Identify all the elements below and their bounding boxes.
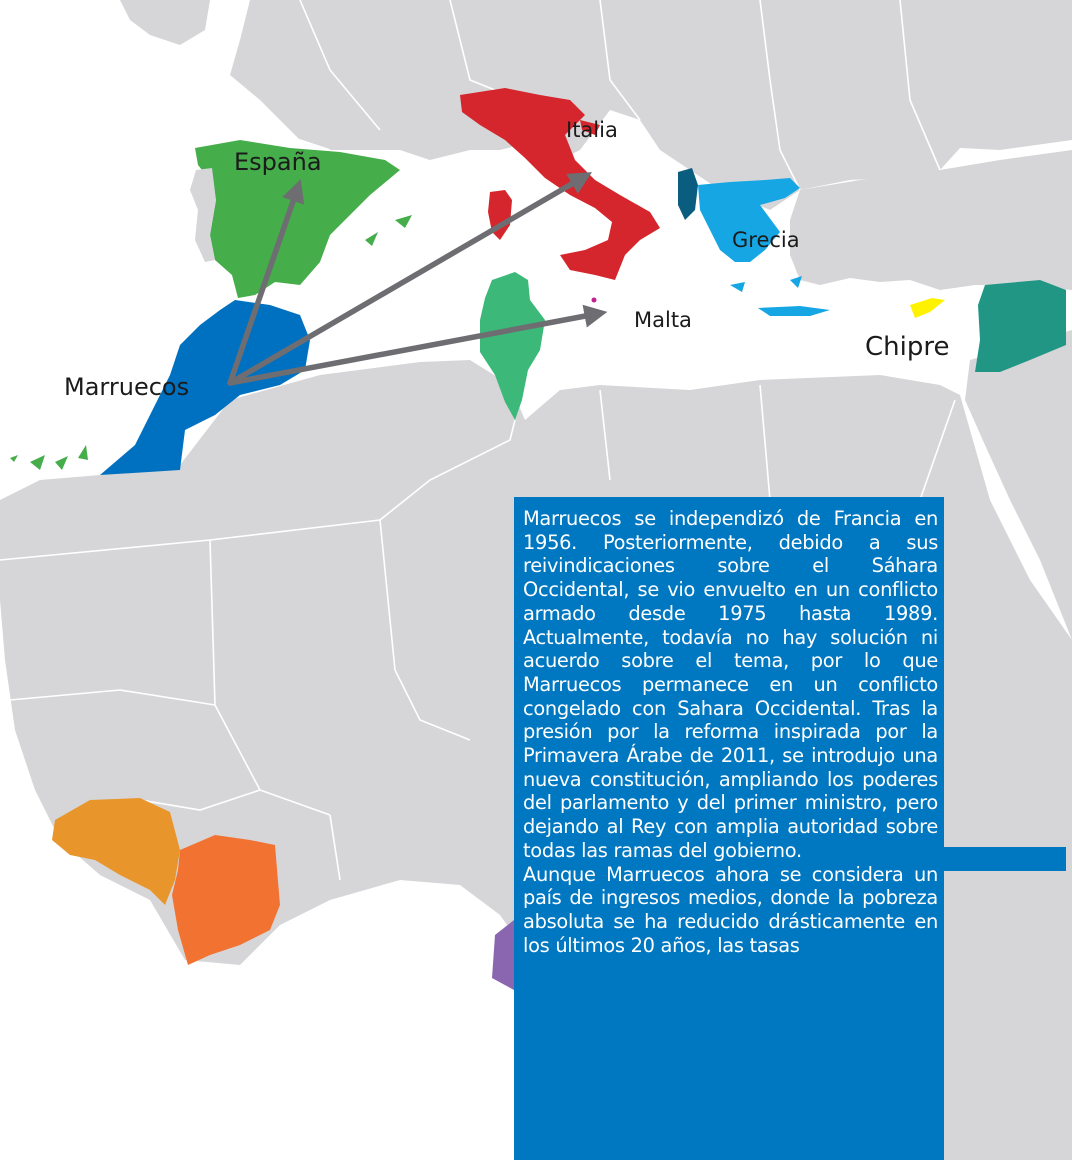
country-crete	[758, 306, 830, 316]
arrow-to-malta	[227, 304, 608, 386]
info-box: Marruecos se independizó de Francia en 1…	[514, 497, 944, 1160]
label-malta: Malta	[634, 308, 692, 332]
europe-land	[230, 0, 1072, 210]
country-tunisia	[480, 272, 545, 420]
country-morocco	[100, 300, 310, 475]
country-cote-divoire	[172, 835, 280, 965]
country-guinea	[52, 798, 180, 905]
levant-land	[965, 330, 1072, 640]
info-paragraph-2: Aunque Marruecos ahora se considera un p…	[523, 862, 938, 957]
islands	[10, 120, 802, 470]
label-chipre: Chipre	[865, 332, 950, 362]
britain-land	[120, 0, 210, 45]
arrow-to-italia	[227, 172, 592, 386]
country-spain	[195, 140, 400, 298]
label-italia: Italia	[566, 118, 618, 142]
country-greece	[698, 178, 800, 262]
country-portugal	[190, 168, 216, 262]
country-italy	[460, 88, 660, 280]
label-espana: España	[234, 148, 322, 176]
country-malta	[591, 297, 597, 303]
country-cyprus	[910, 298, 945, 318]
turkey-land	[790, 150, 1072, 290]
arrow-to-espana	[227, 179, 305, 386]
arrows	[227, 172, 608, 386]
country-albania	[678, 168, 698, 220]
info-paragraph-1: Marruecos se independizó de Francia en 1…	[523, 507, 938, 862]
label-marruecos: Marruecos	[64, 373, 190, 401]
country-syria	[975, 280, 1066, 372]
label-grecia: Grecia	[732, 228, 800, 252]
country-gabon	[492, 920, 514, 990]
connector-bar	[930, 847, 1066, 871]
